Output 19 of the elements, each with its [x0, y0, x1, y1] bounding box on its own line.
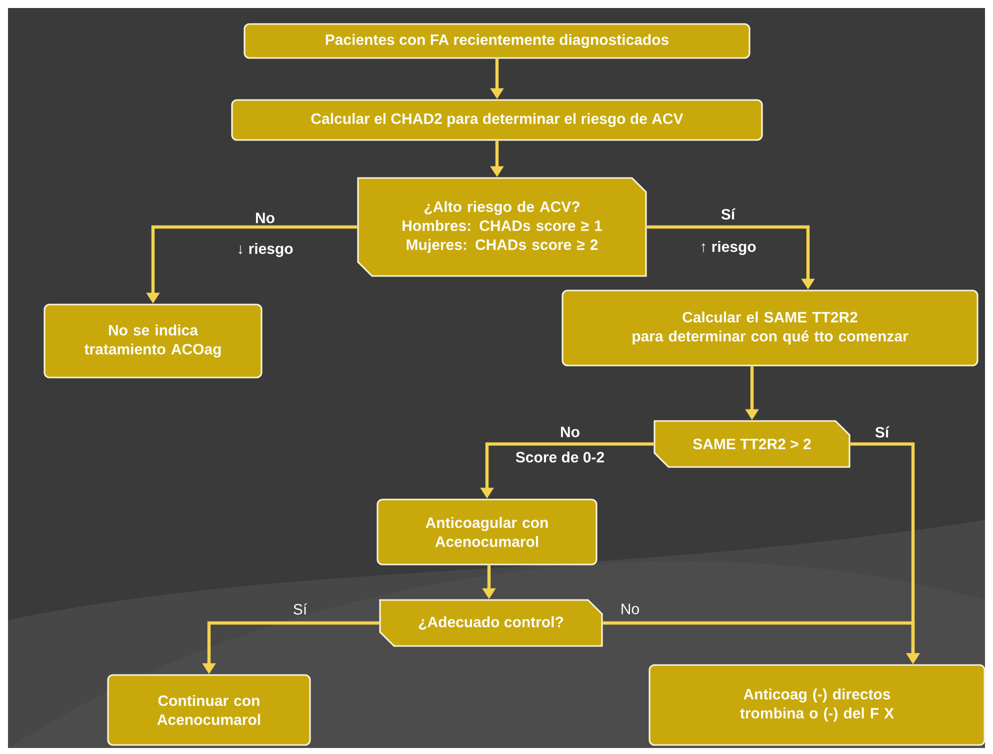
- edge-label: No: [622, 604, 639, 614]
- edge-label: Sí: [875, 426, 890, 438]
- decision-box: ¿Alto riesgo de ACV? Hombres: CHADs score ≥ 1 Mujeres: CHADs score ≥ 2: [357, 177, 647, 277]
- edge-label: No: [561, 426, 580, 438]
- edge-label: No: [256, 212, 274, 224]
- process-box: Calcular el SAME TT2R2 para determinar con qué tto comenzar: [562, 290, 978, 366]
- edge-label: Sí: [294, 603, 308, 615]
- risk-note: ↓ riesgo: [238, 242, 293, 258]
- process-box: Pacientes con FA recientemente diagnosticados: [244, 23, 750, 59]
- process-box: No se indica tratamiento ACOag: [44, 304, 262, 378]
- process-box: Anticoagular con Acenocumarol: [376, 498, 598, 566]
- risk-note: Score de 0-2: [516, 452, 604, 462]
- decision-box: ¿Adecuado control?: [379, 599, 603, 647]
- process-box: Calcular el CHAD2 para determinar el riesgo de ACV: [231, 99, 763, 141]
- process-box: Anticoag (-) directos trombina o (-) del F X: [648, 664, 986, 746]
- decision-box: SAME TT2R2 > 2: [654, 420, 850, 468]
- risk-note: ↑ riesgo: [702, 240, 756, 256]
- edge-label: Sí: [721, 208, 736, 220]
- process-box: Continuar con Acenocumarol: [107, 674, 311, 746]
